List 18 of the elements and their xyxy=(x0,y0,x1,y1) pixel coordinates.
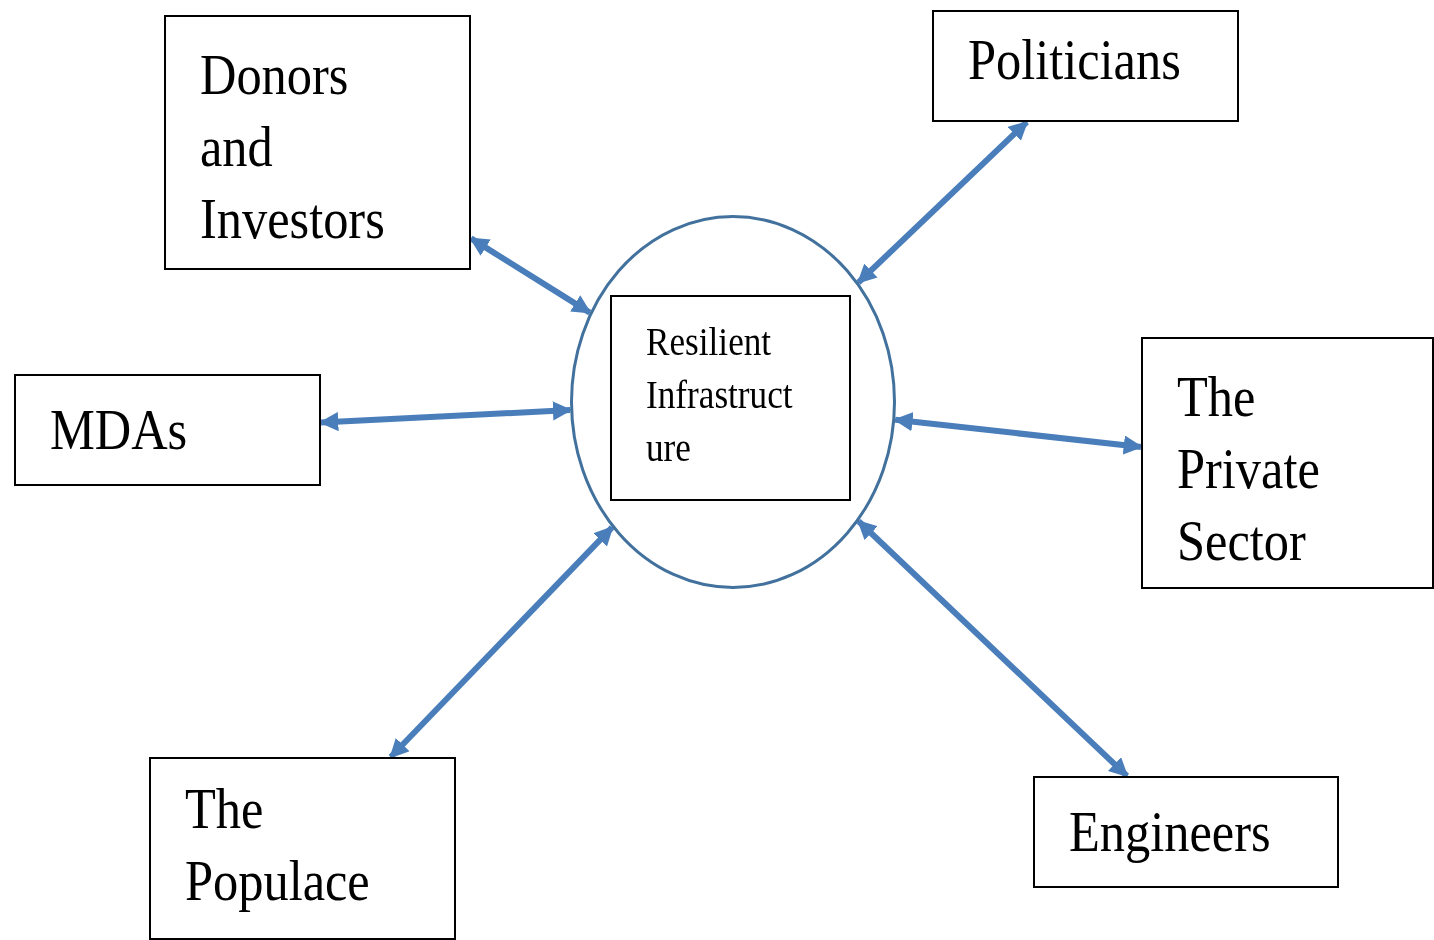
circle-shape xyxy=(570,215,896,589)
double-arrow xyxy=(388,525,615,760)
stakeholder-box xyxy=(610,295,851,501)
stakeholder-box xyxy=(14,374,321,486)
stakeholder-box xyxy=(149,757,456,940)
box-label: MDAs xyxy=(50,398,188,463)
stakeholder-box xyxy=(1141,337,1434,589)
double-arrow xyxy=(893,412,1143,455)
box-label: Politicians xyxy=(968,28,1181,93)
box-label: Engineers xyxy=(1069,800,1271,865)
box-label: The Populace xyxy=(185,777,371,914)
stakeholder-box xyxy=(1033,776,1339,888)
box-label: Resilient Infrastruct ure xyxy=(646,318,794,472)
stakeholder-box xyxy=(932,10,1239,122)
box-label: The Private Sector xyxy=(1177,365,1321,574)
stakeholder-box xyxy=(164,15,471,270)
box-label: Donors and Investors xyxy=(200,43,386,252)
double-arrow xyxy=(856,519,1130,779)
